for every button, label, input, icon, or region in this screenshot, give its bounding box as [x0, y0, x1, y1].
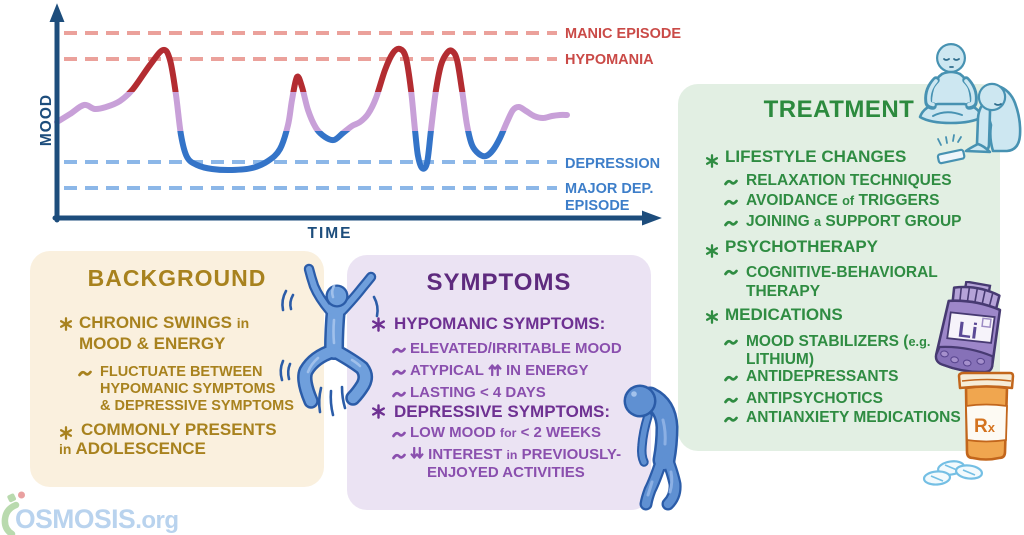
svg-text:HYPOMANIA: HYPOMANIA	[565, 52, 654, 68]
svg-text:DEPRESSION: DEPRESSION	[565, 156, 660, 172]
svg-text:EPISODE: EPISODE	[565, 198, 630, 214]
svg-text:TIME: TIME	[307, 225, 352, 242]
svg-text:OSMOSIS.org: OSMOSIS.org	[15, 504, 179, 534]
svg-text:MANIC EPISODE: MANIC EPISODE	[565, 26, 681, 42]
svg-text:Rx: Rx	[974, 416, 996, 437]
svg-text:MAJOR DEP.: MAJOR DEP.	[565, 181, 653, 197]
svg-text:Li: Li	[957, 317, 979, 344]
svg-text:MOOD: MOOD	[38, 94, 55, 146]
